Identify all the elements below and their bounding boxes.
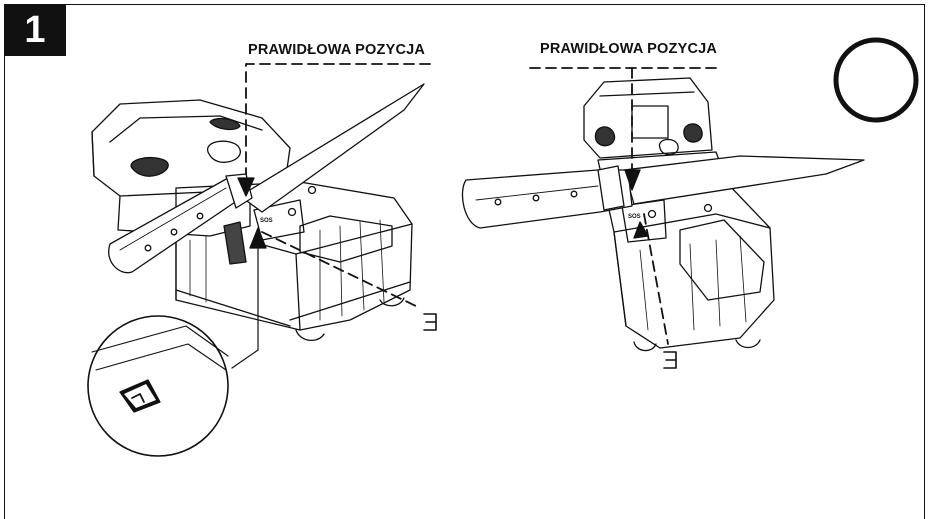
left-motor-housing bbox=[91, 99, 291, 237]
left-knife bbox=[108, 83, 425, 274]
left-sharpening-base: SOS bbox=[175, 181, 413, 341]
correct-position-label-right: PRAWIDŁOWA POZYCJA bbox=[540, 41, 718, 57]
instruction-panel-frame bbox=[4, 4, 925, 519]
step-number: 1 bbox=[24, 8, 46, 51]
svg-text:SOS: SOS bbox=[628, 214, 641, 220]
correct-indicator-circle-icon bbox=[833, 37, 919, 123]
svg-text:SOS: SOS bbox=[260, 218, 273, 224]
left-slot-marker-icon bbox=[423, 313, 437, 331]
correct-position-label-left: PRAWIDŁOWA POZYCJA bbox=[248, 42, 426, 58]
left-arrows bbox=[231, 177, 267, 369]
right-sharpener-illustration: SOS bbox=[461, 67, 865, 369]
right-motor-housing bbox=[583, 77, 713, 159]
right-knife bbox=[461, 155, 865, 229]
left-sharpener-illustration: SOS bbox=[87, 63, 437, 457]
right-slot-marker-icon bbox=[663, 351, 677, 369]
magnifier-detail bbox=[87, 315, 229, 457]
right-arrows bbox=[624, 169, 649, 239]
step-number-badge: 1 bbox=[4, 4, 66, 56]
